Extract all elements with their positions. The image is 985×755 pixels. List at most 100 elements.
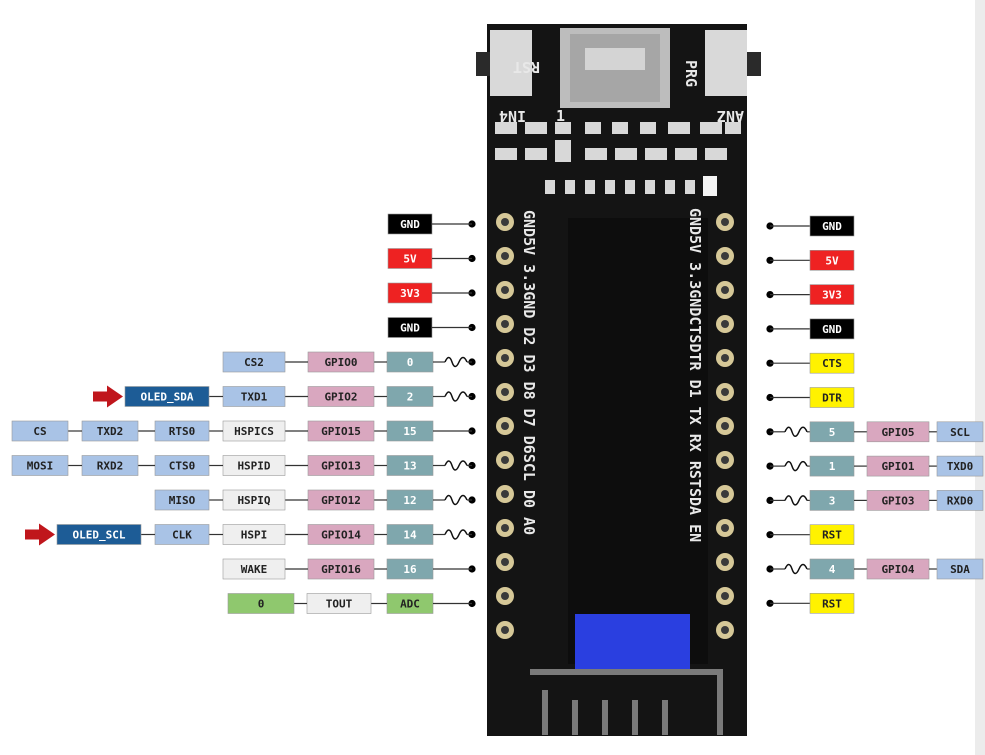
smd-pad [555, 122, 571, 134]
smd-pad [525, 122, 547, 134]
right-pin-label-text: 1 [829, 460, 836, 473]
left-pin-label-text: 14 [403, 529, 417, 542]
left-function-label-text: TXD1 [241, 391, 268, 404]
header-pin-hole [501, 558, 509, 566]
right-pin-label-box [809, 250, 855, 271]
left-function-label: HSPICS [222, 420, 286, 442]
left-function-label-text: HSPIQ [237, 494, 270, 507]
left-pin-label: GND [387, 317, 433, 338]
right-function-label-text: GPIO4 [881, 563, 914, 576]
right-function-label-text: SDA [950, 563, 970, 576]
left-function-label: CLK [154, 524, 210, 545]
left-function-label-text: HSPICS [234, 425, 274, 438]
right-row: GND [766, 318, 855, 340]
left-pin-label: 13 [386, 455, 434, 476]
smd-pad [495, 122, 517, 134]
header-pin-hole [721, 524, 729, 532]
prg-button-cap [747, 52, 761, 76]
left-function-label-box [56, 524, 142, 545]
corner-left-label: IN4 [499, 107, 526, 125]
left-pin-label-text: GND [400, 322, 420, 335]
smd-pad [612, 122, 628, 134]
left-pin-label-text: 15 [403, 425, 416, 438]
right-pin-label: CTS [809, 352, 855, 374]
right-pin-label: GND [809, 318, 855, 340]
oled-display [568, 218, 708, 664]
left-function-label-text: GPIO14 [321, 529, 361, 542]
left-wave [444, 391, 468, 402]
prg-button [705, 30, 747, 96]
left-function-label-text: GPIO12 [321, 494, 361, 507]
left-pin-label-text: 12 [403, 494, 416, 507]
left-pin-label-text: 13 [403, 460, 416, 473]
left-pin-label: 0 [386, 351, 434, 373]
header-pin-hole [721, 558, 729, 566]
left-pin-label: 14 [386, 524, 434, 545]
right-function-label: GPIO4 [866, 558, 930, 580]
left-pin-labels: GND5V3V3GND0GPIO0CS22GPIO2TXD1OLED_SDA15… [11, 213, 476, 614]
left-function-label-box [154, 489, 210, 511]
right-pin-label-box [809, 352, 855, 374]
left-function-label-text: MISO [169, 494, 196, 507]
right-pin-label-box [809, 387, 855, 408]
left-function-label-box [124, 386, 210, 407]
oled-ribbon [575, 614, 690, 669]
header-pin-hole [721, 456, 729, 464]
smd-pad [668, 122, 690, 134]
right-function-label: SCL [936, 421, 984, 443]
left-function-label-text: TXD2 [97, 425, 124, 438]
smd-pad [725, 122, 741, 134]
right-pin-label: RST [809, 524, 855, 546]
header-pin-hole [501, 490, 509, 498]
left-pin-label-text: GND [400, 218, 420, 231]
left-pin-label: ADC [386, 593, 434, 614]
header-pin-hole [501, 592, 509, 600]
right-function-label: GPIO1 [866, 455, 930, 477]
left-function-label-text: GPIO0 [324, 356, 357, 369]
left-function-label: MOSI [11, 455, 69, 476]
right-pin-label-text: DTR [822, 392, 842, 405]
rst-button-label: RST [513, 58, 540, 76]
header-pin-hole [501, 626, 509, 634]
smd-components [495, 122, 741, 196]
smd-pad [685, 180, 695, 194]
left-function-label: RXD2 [81, 455, 139, 476]
left-pin-label: GND [387, 213, 433, 235]
left-function-label: OLED_SDA [124, 386, 210, 407]
right-wave [784, 495, 808, 506]
left-function-label-text: GPIO15 [321, 425, 361, 438]
right-wave [784, 460, 808, 472]
prg-button-label: PRG [682, 60, 700, 87]
right-pin-label: DTR [809, 387, 855, 408]
left-pin-label: 2 [386, 386, 434, 407]
smd-pad [675, 148, 697, 160]
smd-pad [705, 148, 727, 160]
right-function-label-box [936, 490, 984, 511]
left-function-label-text: WAKE [241, 563, 268, 576]
left-function-label: 0 [227, 593, 295, 614]
left-row: 3V3 [387, 282, 476, 304]
right-function-label-box [936, 558, 984, 580]
header-pin-hole [721, 252, 729, 260]
left-function-label: TXD1 [222, 386, 286, 407]
usb-port-slot [585, 48, 645, 70]
smd-pad [605, 180, 615, 194]
left-function-label: HSPID [222, 455, 286, 476]
right-pin-label-text: CTS [822, 357, 842, 370]
header-pin-hole [501, 320, 509, 328]
left-function-label: CS2 [222, 351, 286, 373]
right-function-label-text: GPIO5 [881, 426, 914, 439]
left-function-label: TXD2 [81, 420, 139, 442]
right-row: DTR [766, 387, 855, 408]
page-right-edge [975, 0, 985, 755]
smd-pad [555, 140, 571, 162]
left-function-label-text: RTS0 [169, 425, 196, 438]
left-function-label: GPIO15 [307, 420, 375, 442]
left-function-label-box [222, 558, 286, 580]
